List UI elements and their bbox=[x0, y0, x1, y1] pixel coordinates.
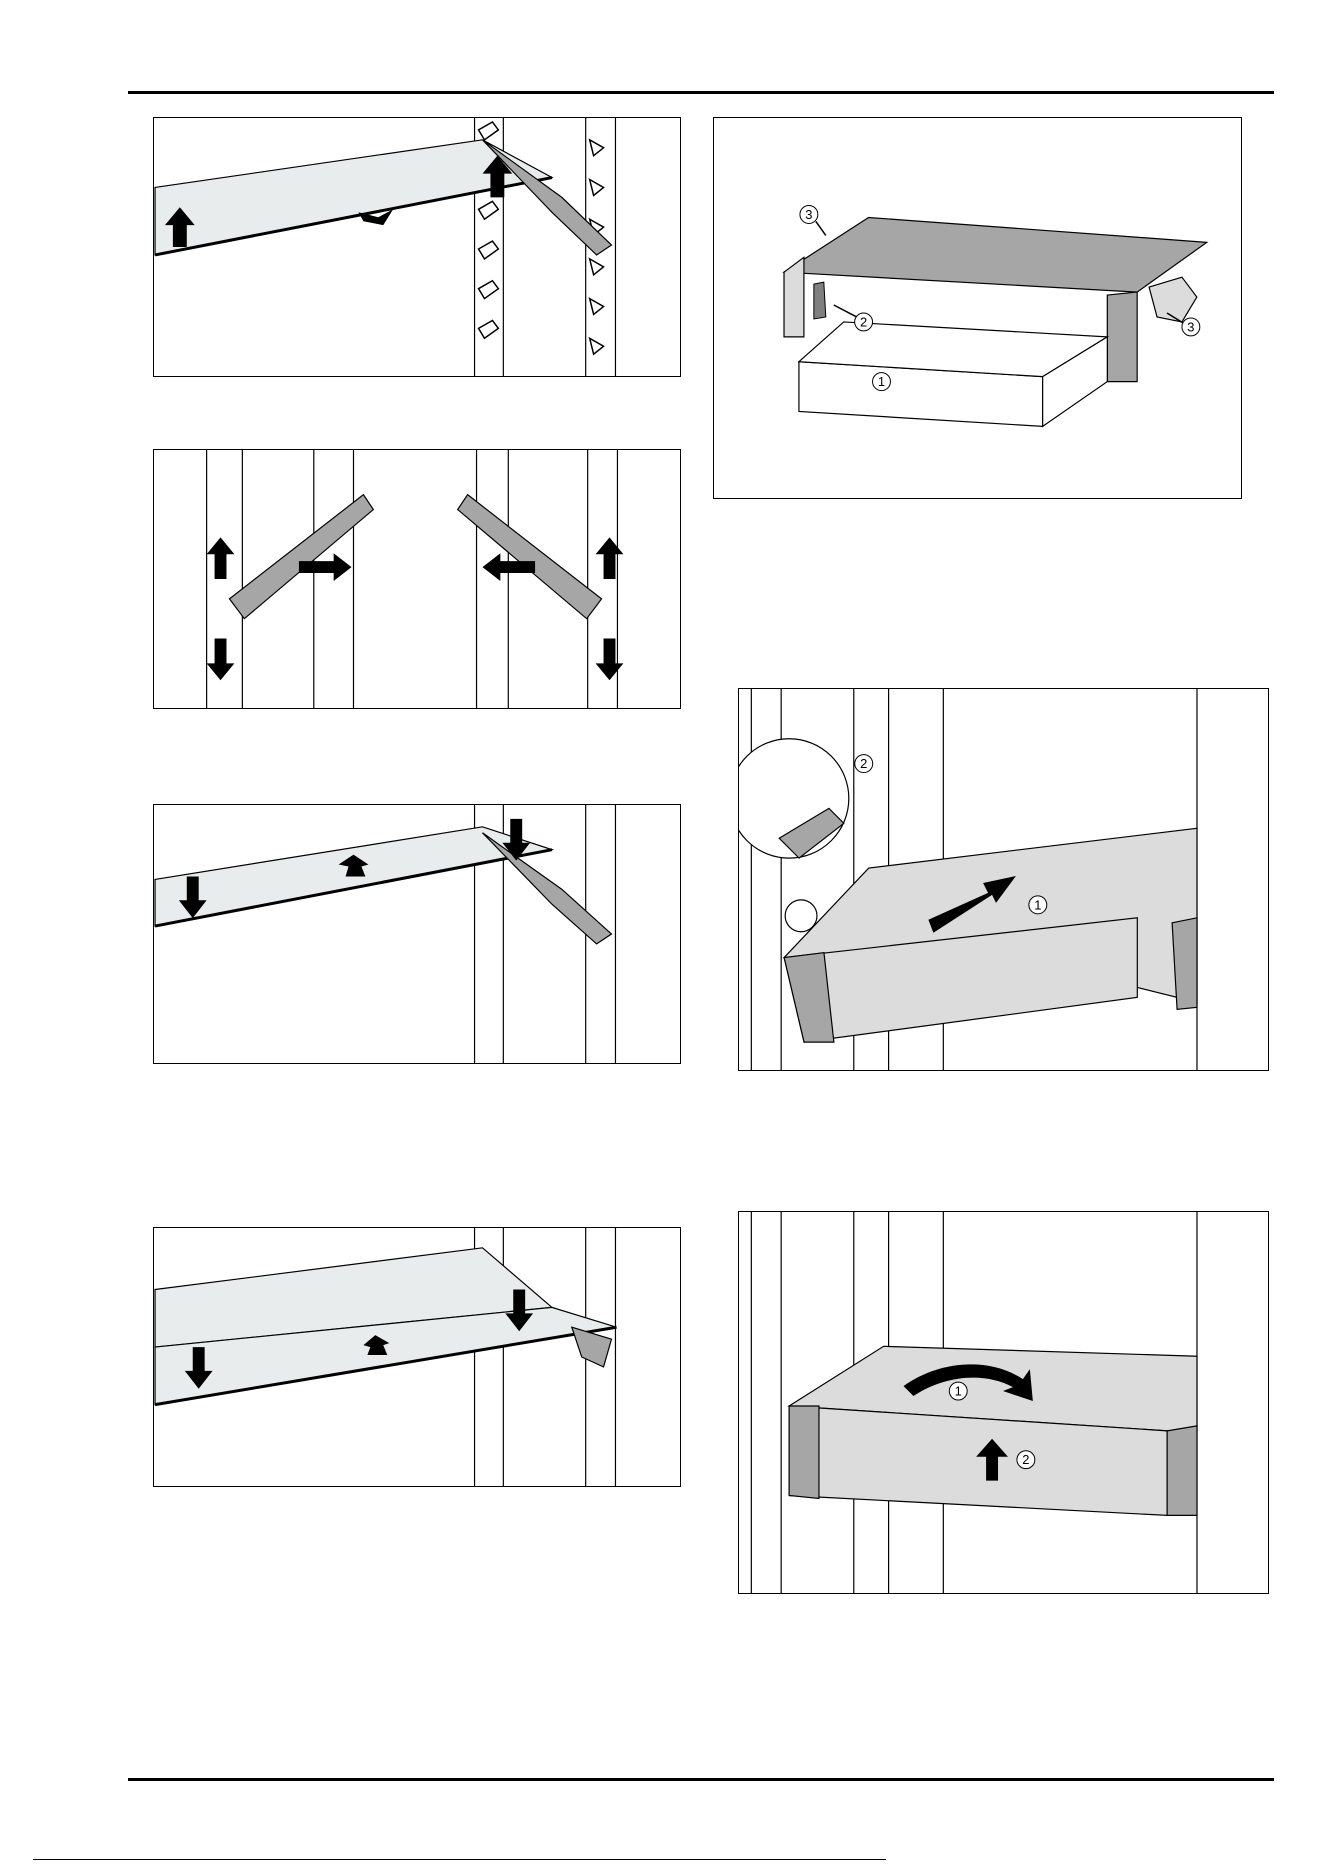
shelf-bracket-removal-illustration bbox=[154, 450, 680, 708]
callout-1: 1 bbox=[1034, 897, 1041, 912]
callout-2: 2 bbox=[860, 756, 867, 771]
drawer-rotate-illustration: 1 2 bbox=[739, 1212, 1268, 1593]
drawer-insert-illustration: 2 1 bbox=[739, 689, 1268, 1070]
shelf-lift-out-illustration bbox=[154, 118, 680, 376]
figure-drawer-insert: 2 1 bbox=[738, 688, 1269, 1071]
header-rule bbox=[128, 91, 1274, 94]
callout-2: 2 bbox=[860, 314, 867, 329]
footer-rule bbox=[128, 1778, 1274, 1781]
figure-shelf-insert-glass bbox=[153, 1227, 681, 1487]
callout-1: 1 bbox=[955, 1384, 962, 1399]
callout-2: 2 bbox=[1022, 1452, 1029, 1467]
drawer-components-illustration: 3 2 3 1 bbox=[714, 118, 1241, 498]
callout-1: 1 bbox=[878, 374, 885, 389]
figure-shelf-bracket-removal bbox=[153, 449, 681, 709]
footnote-rule bbox=[33, 1859, 886, 1860]
figure-shelf-lift-out bbox=[153, 117, 681, 377]
figure-shelf-insert bbox=[153, 804, 681, 1064]
callout-3-right: 3 bbox=[1187, 319, 1194, 334]
figure-drawer-rotate: 1 2 bbox=[738, 1211, 1269, 1594]
shelf-insert-glass-illustration bbox=[154, 1228, 680, 1486]
shelf-insert-illustration bbox=[154, 805, 680, 1063]
figure-drawer-components: 3 2 3 1 bbox=[713, 117, 1242, 499]
callout-3-left: 3 bbox=[805, 207, 812, 222]
